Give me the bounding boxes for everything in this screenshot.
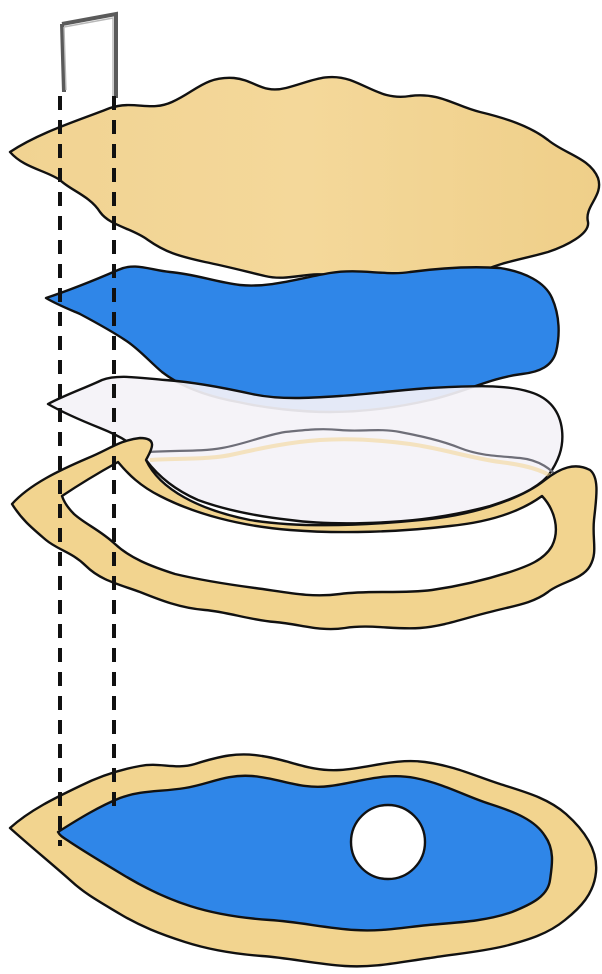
top-shell-layer [10, 77, 599, 283]
pearl [351, 805, 425, 879]
staple-pin [62, 14, 116, 98]
staple-pin-highlight [64, 18, 113, 96]
